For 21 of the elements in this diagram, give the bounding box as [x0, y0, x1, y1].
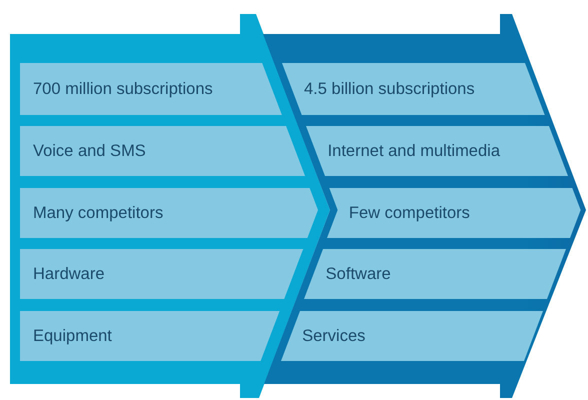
- row-band: [306, 126, 568, 176]
- row-label: Few competitors: [348, 203, 470, 224]
- row-label: Services: [302, 326, 366, 347]
- chevron-shape: [263, 14, 586, 398]
- row-band: [280, 311, 543, 361]
- row-band: [20, 63, 282, 115]
- row-label: Internet and multimedia: [328, 141, 500, 162]
- row-label: Voice and SMS: [33, 141, 146, 162]
- row-band: [282, 63, 545, 115]
- row-label: Equipment: [33, 326, 112, 347]
- row-label: 700 million subscriptions: [33, 79, 213, 100]
- row-band: [20, 311, 280, 361]
- row-band: [327, 188, 581, 238]
- row-band: [20, 249, 304, 299]
- row-band: [20, 188, 318, 238]
- row-label: Software: [326, 264, 391, 285]
- row-label: Hardware: [33, 264, 105, 285]
- row-band: [304, 249, 566, 299]
- row-label: 4.5 billion subscriptions: [304, 79, 475, 100]
- row-band: [20, 126, 306, 176]
- row-label: Many competitors: [33, 203, 164, 224]
